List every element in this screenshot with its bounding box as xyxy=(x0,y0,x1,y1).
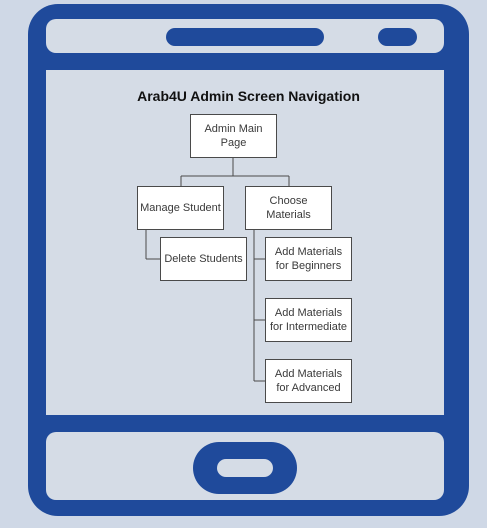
node-label: Add Materials for Advanced xyxy=(274,368,343,394)
node-label: Add Materials for Beginners xyxy=(274,246,343,272)
node-label: Admin Main Page xyxy=(204,123,263,149)
diagram-title: Arab4U Admin Screen Navigation xyxy=(137,88,360,104)
node-manage-student: Manage Student xyxy=(137,186,224,230)
node-add-materials-advanced: Add Materials for Advanced xyxy=(265,359,352,403)
node-label: Choose Materials xyxy=(266,195,311,221)
camera-dot-icon xyxy=(378,28,417,46)
node-label: Delete Students xyxy=(164,253,243,265)
node-add-materials-beginners: Add Materials for Beginners xyxy=(265,237,352,281)
node-delete-students: Delete Students xyxy=(160,237,247,281)
node-label: Manage Student xyxy=(140,202,221,214)
node-admin-main-page: Admin Main Page xyxy=(190,114,277,158)
node-add-materials-intermediate: Add Materials for Intermediate xyxy=(265,298,352,342)
node-choose-materials: Choose Materials xyxy=(245,186,332,230)
home-button-inner xyxy=(217,459,273,477)
node-label: Add Materials for Intermediate xyxy=(269,307,348,333)
speaker-slot-icon xyxy=(166,28,324,46)
